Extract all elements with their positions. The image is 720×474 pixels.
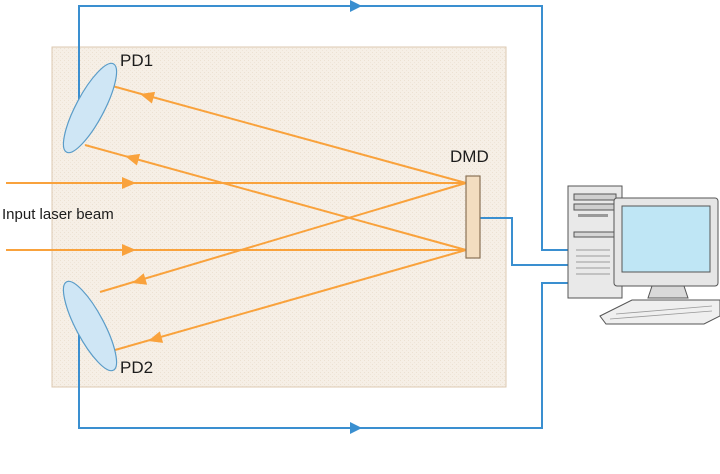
- pd1-lens: [62, 62, 118, 154]
- beam-arrow-reflected-2: [125, 153, 141, 166]
- dmd-mirror: [465, 175, 481, 259]
- beam-arrow-reflected-4: [148, 331, 164, 343]
- beam-arrow-reflected-3: [132, 273, 148, 285]
- computer-icon: [567, 185, 720, 325]
- reflected-beam-2: [84, 144, 467, 251]
- wire-pd1-to-computer: [78, 5, 575, 251]
- wire-dmd-to-computer: [480, 217, 575, 266]
- beam-arrow-input-upper: [122, 177, 136, 189]
- computer-keyboard: [599, 299, 720, 325]
- reflected-beam-4: [107, 249, 467, 353]
- beam-arrowheads: [122, 91, 164, 343]
- laser-beams: [6, 83, 467, 353]
- dmd-label: DMD: [450, 147, 489, 166]
- beam-arrow-input-lower: [122, 244, 136, 256]
- input-beam-label: Input laser beam: [2, 206, 114, 223]
- wire-pd2-to-computer: [78, 282, 575, 429]
- computer-screen: [621, 205, 711, 273]
- beam-arrow-reflected-1: [140, 91, 156, 104]
- pd2-lens: [62, 280, 118, 372]
- experiment-panel: [51, 46, 507, 388]
- wire-arrow-bottom: [350, 422, 362, 434]
- pd2-label: PD2: [120, 358, 154, 377]
- monitor-stand: [647, 285, 689, 299]
- pd1-label: PD1: [120, 51, 154, 70]
- wire-arrow-top: [350, 0, 362, 12]
- signal-wires: [78, 5, 575, 429]
- reflected-beam-3: [99, 182, 467, 293]
- reflected-beam-1: [104, 83, 467, 184]
